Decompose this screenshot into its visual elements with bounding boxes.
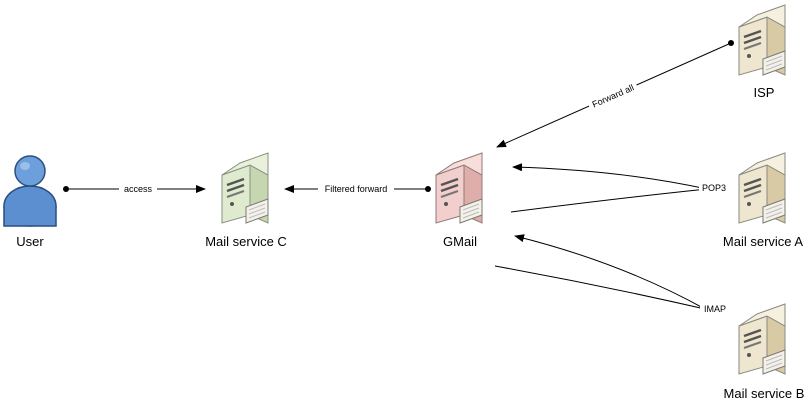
server-icon bbox=[435, 152, 483, 224]
node-user: User bbox=[3, 155, 57, 249]
node-label-isp: ISP bbox=[754, 85, 775, 100]
server-icon bbox=[738, 303, 786, 375]
node-label-user: User bbox=[16, 234, 44, 249]
person-icon bbox=[3, 155, 57, 227]
edge-filtered-forward: Filtered forward bbox=[284, 183, 431, 195]
node-label-gmail: GMail bbox=[443, 234, 477, 249]
edge-label-imap: IMAP bbox=[704, 304, 726, 314]
node-mail-service-c: Mail service C bbox=[205, 152, 287, 249]
node-gmail: GMail bbox=[435, 152, 483, 249]
server-icon bbox=[738, 152, 786, 224]
node-label-mail-service-a: Mail service A bbox=[723, 234, 804, 249]
edge-label-pop3: POP3 bbox=[702, 183, 726, 193]
node-label-mail-service-b: Mail service B bbox=[724, 386, 805, 401]
edge-forward-all: Forward all bbox=[496, 40, 734, 148]
edge-imap: IMAP bbox=[494, 234, 730, 315]
node-isp: ISP bbox=[738, 4, 786, 100]
edge-access: access bbox=[63, 183, 206, 195]
edge-label-access: access bbox=[124, 184, 153, 194]
edge-pop3: POP3 bbox=[510, 163, 729, 213]
server-icon bbox=[221, 152, 269, 224]
edge-label-filtered-forward: Filtered forward bbox=[325, 184, 388, 194]
server-icon bbox=[738, 4, 786, 76]
node-mail-service-a: Mail service A bbox=[723, 152, 804, 249]
node-label-mail-service-c: Mail service C bbox=[205, 234, 287, 249]
node-mail-service-b: Mail service B bbox=[724, 303, 805, 401]
